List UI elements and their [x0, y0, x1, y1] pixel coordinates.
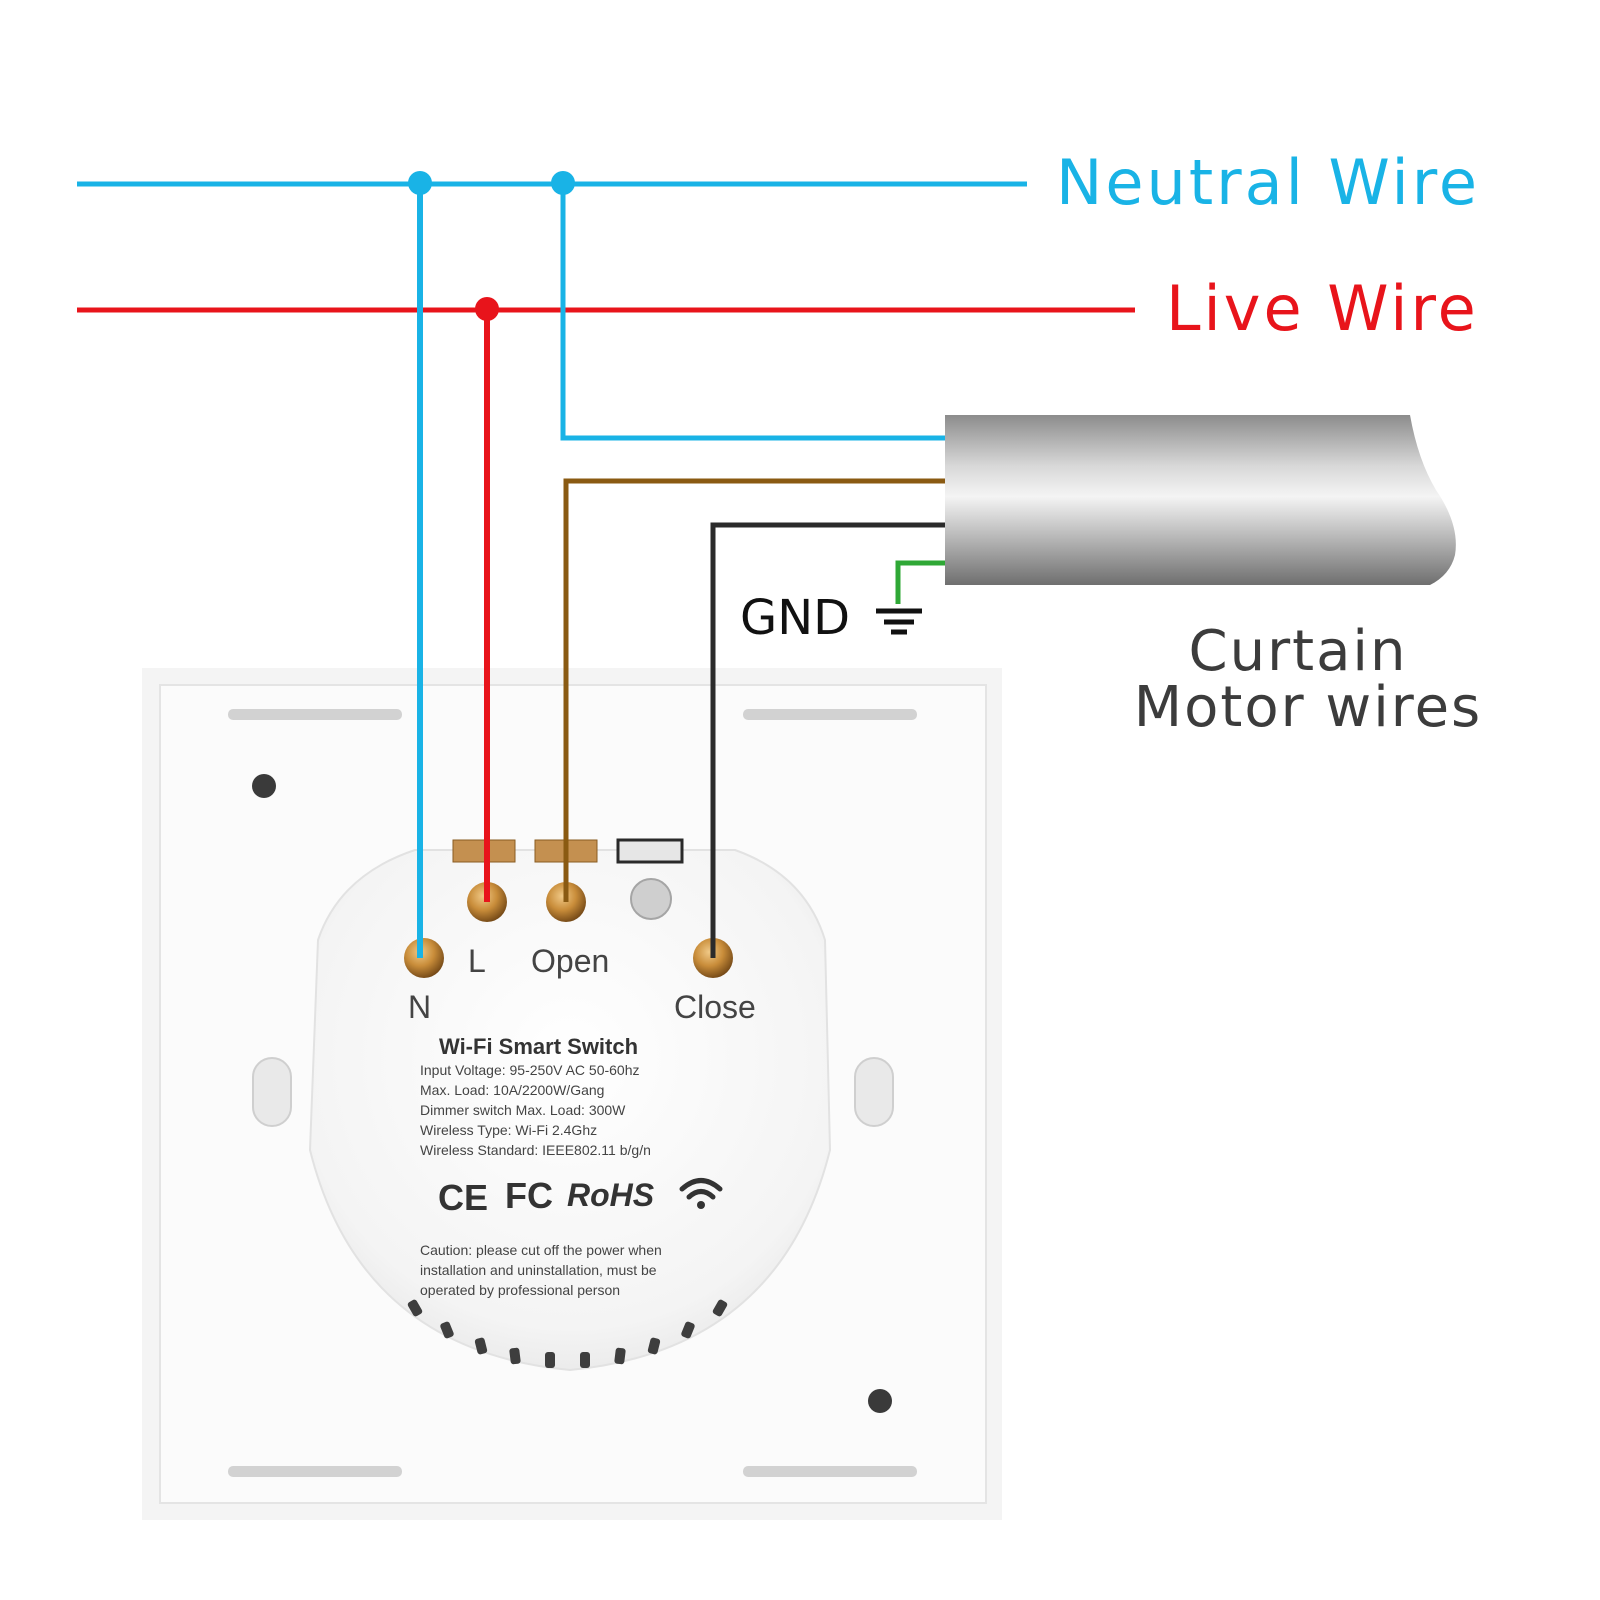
- caution-line-3: operated by professional person: [420, 1282, 620, 1298]
- spec-line-5: Wireless Standard: IEEE802.11 b/g/n: [420, 1142, 651, 1158]
- spec-line-2: Max. Load: 10A/2200W/Gang: [420, 1082, 604, 1098]
- screw-n: [404, 938, 444, 978]
- terminal-tab-3: [616, 838, 684, 864]
- screw-unused: [630, 878, 672, 920]
- device-title: Wi-Fi Smart Switch: [439, 1034, 638, 1059]
- mount-slot-bottom-right: [743, 1466, 917, 1477]
- mount-hole-bottom-right: [868, 1389, 892, 1413]
- ce-mark-icon: CE: [438, 1177, 488, 1218]
- ground-symbol-icon: [876, 608, 922, 635]
- junction-dots: [408, 171, 575, 321]
- gnd-label: GND: [740, 590, 850, 646]
- wifi-icon: [679, 1178, 723, 1209]
- screw-slot-right: [854, 1057, 894, 1127]
- screw-slot-left: [252, 1057, 292, 1127]
- caution-line-1: Caution: please cut off the power when: [420, 1242, 662, 1258]
- spec-line-4: Wireless Type: Wi-Fi 2.4Ghz: [420, 1122, 597, 1138]
- spec-line-1: Input Voltage: 95-250V AC 50-60hz: [420, 1062, 640, 1078]
- curtain-motor-label-line2: Motor wires: [1134, 675, 1482, 740]
- open-wire: [563, 478, 945, 902]
- fcc-mark-icon: FC: [505, 1175, 553, 1216]
- junction-live-l: [475, 297, 499, 321]
- curtain-motor-label-line1: Curtain: [1189, 619, 1408, 684]
- mount-hole-top-left: [252, 774, 276, 798]
- junction-neutral-motor: [551, 171, 575, 195]
- terminal-label-close: Close: [674, 989, 756, 1025]
- terminal-label-open: Open: [531, 943, 609, 979]
- terminal-label-l: L: [468, 943, 486, 979]
- spec-line-3: Dimmer switch Max. Load: 300W: [420, 1102, 626, 1118]
- junction-neutral-n: [408, 171, 432, 195]
- motor-cable: [945, 415, 1456, 585]
- neutral-to-motor-wire: [560, 184, 945, 441]
- mount-slot-bottom-left: [228, 1466, 402, 1477]
- caution-line-2: installation and uninstallation, must be: [420, 1262, 657, 1278]
- rohs-mark: RoHS: [567, 1177, 655, 1213]
- neutral-wire-label: Neutral Wire: [1056, 146, 1480, 219]
- terminal-label-n: N: [408, 989, 431, 1025]
- close-wire: [710, 522, 945, 958]
- live-wire-label: Live Wire: [1166, 272, 1479, 345]
- mount-slot-top-left: [228, 709, 402, 720]
- ground-wire: [895, 560, 945, 604]
- mount-slot-top-right: [743, 709, 917, 720]
